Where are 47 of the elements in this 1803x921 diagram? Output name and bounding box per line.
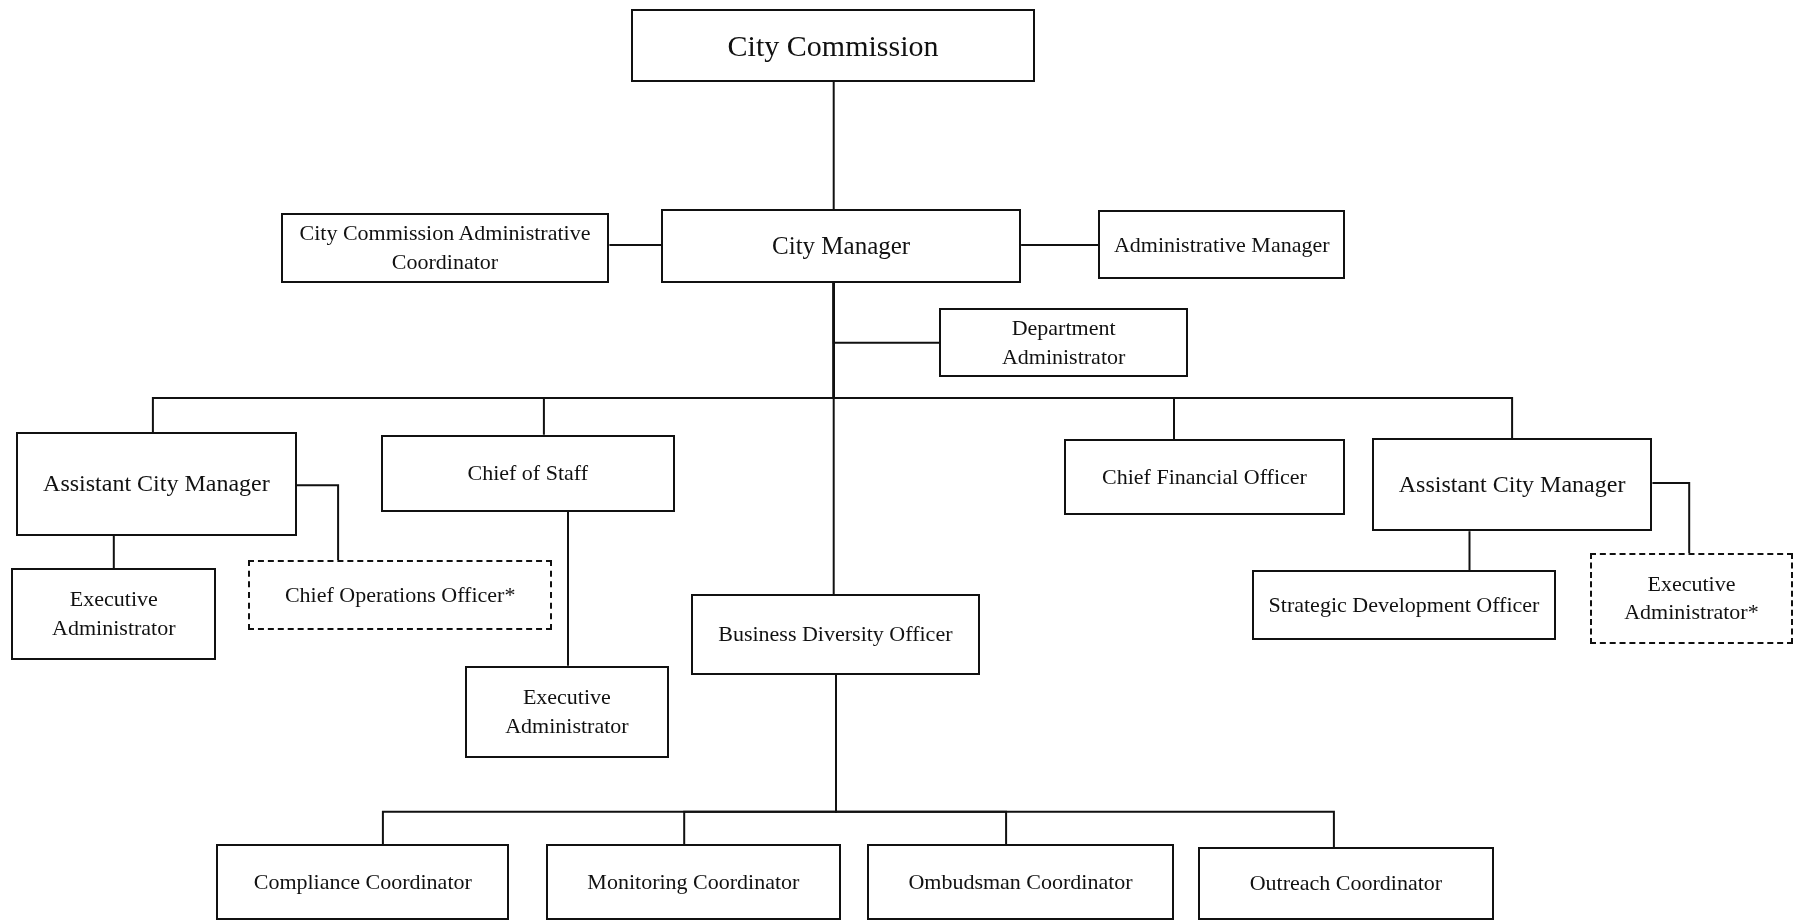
position-title: City Manager <box>772 230 911 261</box>
position-title: Executive Administrator <box>51 585 177 642</box>
org-box <box>1198 847 1494 920</box>
org-box <box>464 665 670 758</box>
position-title: Assistant City Manager <box>1398 470 1626 500</box>
position-title: Compliance Coordinator <box>253 867 472 896</box>
position-title: Strategic Development Officer <box>1268 591 1540 620</box>
org-box <box>631 9 1035 82</box>
position-title: Business Diversity Officer <box>718 620 953 649</box>
position-title: City Commission Administrative Coordinator <box>298 219 592 276</box>
position-title: Executive Administrator <box>504 683 630 740</box>
org-box <box>939 308 1188 378</box>
org-box <box>1252 570 1556 641</box>
org-box <box>16 432 297 536</box>
position-title: Outreach Coordinator <box>1249 869 1443 898</box>
connector-line <box>295 484 340 561</box>
org-box <box>1098 210 1346 280</box>
connector-line <box>567 510 569 667</box>
connector-line <box>608 243 663 246</box>
org-box <box>280 212 610 283</box>
org-box <box>1063 439 1346 516</box>
connector-line <box>832 281 835 596</box>
org-box <box>661 209 1022 283</box>
org-box <box>691 594 980 675</box>
position-title: Chief of Staff <box>467 458 589 487</box>
org-box <box>867 844 1174 920</box>
org-box <box>546 844 841 920</box>
position-title: Administrative Manager <box>1113 230 1330 259</box>
position-title: City Commission <box>727 27 939 64</box>
connector-line <box>1468 530 1471 572</box>
position-title: Ombudsman Coordinator <box>908 867 1133 896</box>
org-box <box>248 560 552 631</box>
connector-line <box>112 534 115 569</box>
position-title: Assistant City Manager <box>43 469 270 499</box>
position-title: Monitoring Coordinator <box>587 867 800 896</box>
org-box <box>1590 553 1793 644</box>
org-box <box>1371 438 1653 532</box>
connector-line <box>832 80 835 211</box>
connector-line <box>1651 481 1691 555</box>
org-box <box>380 434 675 512</box>
position-title: Department Administrator <box>1000 314 1127 371</box>
position-title: Chief Operations Officer* <box>284 580 516 609</box>
org-box <box>216 844 510 920</box>
org-box <box>11 568 217 660</box>
position-title: Executive Administrator* <box>1623 569 1760 627</box>
connector-line <box>1020 243 1100 246</box>
position-title: Chief Financial Officer <box>1102 462 1307 491</box>
